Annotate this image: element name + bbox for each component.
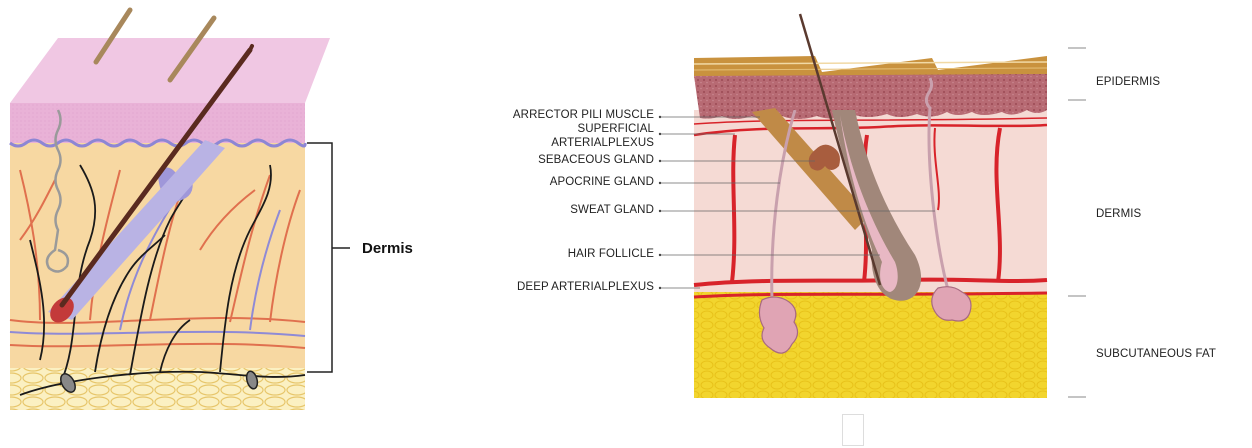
right-cross-section <box>659 14 1086 398</box>
leader-dots <box>659 116 661 289</box>
label-sweat-gland: SWEAT GLAND <box>570 204 654 216</box>
skin-surface <box>10 38 330 103</box>
label-superficial: SUPERFICIAL <box>577 123 654 135</box>
label-epidermis: EPIDERMIS <box>1096 76 1160 88</box>
label-arterialplexus: ARTERIALPLEXUS <box>551 137 654 149</box>
fat-layer <box>10 368 305 410</box>
dermis-bracket <box>307 143 350 372</box>
label-apocrine-gland: APOCRINE GLAND <box>550 176 654 188</box>
label-hair-follicle: HAIR FOLLICLE <box>568 248 654 260</box>
dermis-bracket-label: Dermis <box>362 240 413 257</box>
epidermis-layer-right <box>694 74 1047 119</box>
left-block <box>10 10 350 410</box>
label-sebaceous-gland: SEBACEOUS GLAND <box>538 154 654 166</box>
label-arrector-pili-muscle: ARRECTOR PILI MUSCLE <box>513 109 654 121</box>
label-subcutaneous-fat: SUBCUTANEOUS FAT <box>1096 348 1216 360</box>
empty-frame <box>842 414 864 446</box>
fat-area <box>694 292 1047 398</box>
label-dermis: DERMIS <box>1096 208 1141 220</box>
label-deep-arterialplexus: DEEP ARTERIALPLEXUS <box>517 281 654 293</box>
layer-ticks <box>1068 48 1086 397</box>
